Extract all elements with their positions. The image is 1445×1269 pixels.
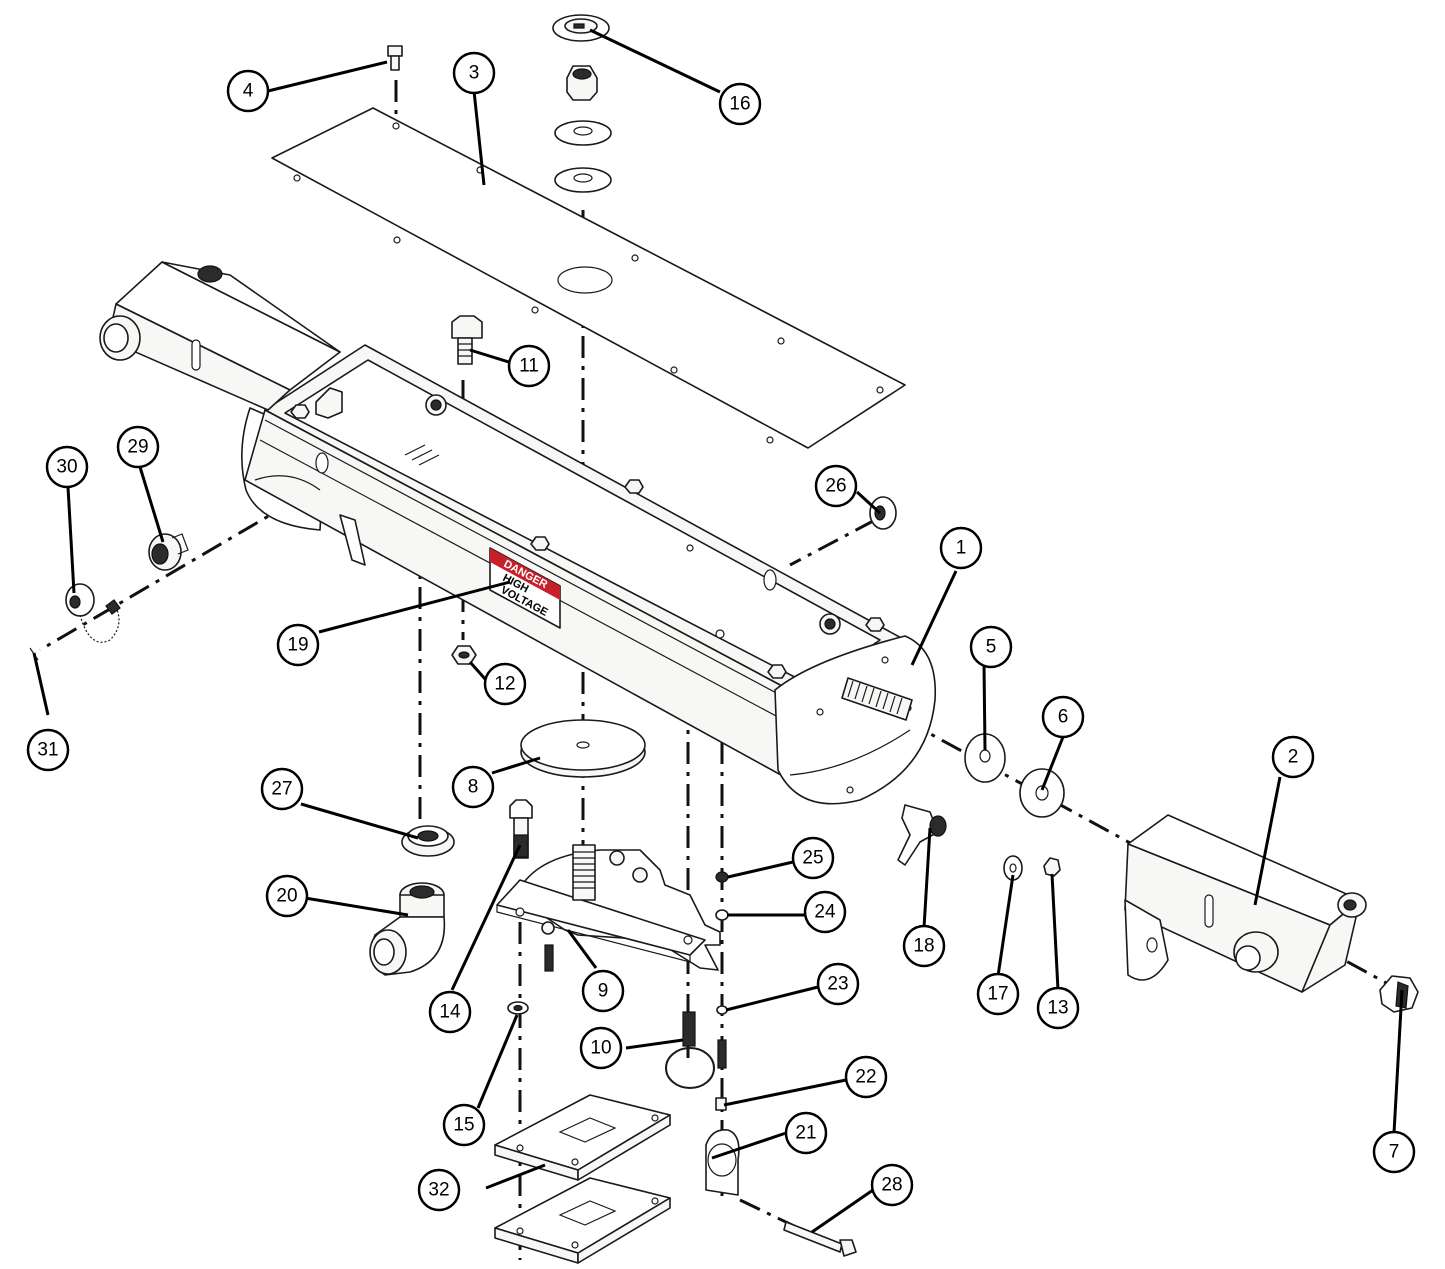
callout-25: 25 — [791, 836, 835, 880]
callout-28: 28 — [870, 1163, 914, 1207]
callout-1: 1 — [939, 526, 983, 570]
callout-6: 6 — [1041, 695, 1085, 739]
callout-19: 19 — [276, 623, 320, 667]
svg-text:7: 7 — [1389, 1142, 1400, 1163]
svg-text:30: 30 — [56, 457, 77, 478]
svg-text:32: 32 — [428, 1180, 449, 1201]
callout-5: 5 — [969, 625, 1013, 669]
callout-15: 15 — [442, 1103, 486, 1147]
svg-text:12: 12 — [494, 674, 515, 695]
svg-text:21: 21 — [795, 1123, 816, 1144]
callout-4: 4 — [226, 69, 270, 113]
callout-12: 12 — [483, 662, 527, 706]
cover-plate — [271, 107, 906, 449]
svg-text:9: 9 — [598, 981, 609, 1002]
callouts: 1 2 3 4 5 6 7 8 9 10 11 12 13 14 15 16 1… — [26, 51, 1416, 1212]
callout-29: 29 — [116, 425, 160, 469]
svg-text:10: 10 — [590, 1038, 611, 1059]
clamp-hardware — [705, 871, 857, 1257]
svg-text:19: 19 — [287, 635, 308, 656]
bracket-nut — [507, 1001, 529, 1015]
callout-30: 30 — [45, 445, 89, 489]
callout-11: 11 — [507, 344, 551, 388]
svg-text:6: 6 — [1058, 707, 1069, 728]
svg-text:22: 22 — [855, 1067, 876, 1088]
eye-bolt — [665, 1011, 715, 1089]
svg-text:15: 15 — [453, 1115, 474, 1136]
svg-text:16: 16 — [729, 94, 750, 115]
callout-14: 14 — [428, 990, 472, 1034]
svg-text:29: 29 — [127, 437, 148, 458]
callout-16: 16 — [718, 82, 762, 126]
svg-text:2: 2 — [1288, 747, 1299, 768]
svg-text:18: 18 — [913, 936, 934, 957]
svg-text:14: 14 — [439, 1002, 461, 1023]
elbow-fitting-assembly — [369, 825, 455, 976]
hex-bolt — [451, 315, 483, 365]
callout-31: 31 — [26, 728, 70, 772]
callout-3: 3 — [452, 51, 496, 95]
svg-text:23: 23 — [827, 974, 848, 995]
callout-10: 10 — [579, 1026, 623, 1070]
svg-text:20: 20 — [276, 886, 297, 907]
bracket-bolt — [509, 799, 533, 859]
svg-text:3: 3 — [469, 63, 480, 84]
clamp-handle — [897, 804, 947, 866]
callout-2: 2 — [1271, 735, 1315, 779]
svg-text:27: 27 — [271, 779, 292, 800]
svg-text:28: 28 — [881, 1175, 902, 1196]
left-rear-housing — [99, 261, 341, 411]
callout-9: 9 — [581, 969, 625, 1013]
leader-lines — [32, 28, 1404, 1234]
callout-18: 18 — [902, 924, 946, 968]
left-connector-parts — [29, 533, 189, 661]
right-housing — [1124, 814, 1367, 993]
svg-text:11: 11 — [519, 356, 539, 377]
callout-32: 32 — [417, 1168, 461, 1212]
callout-26: 26 — [814, 464, 858, 508]
callout-21: 21 — [784, 1111, 828, 1155]
threaded-shaft — [841, 677, 913, 721]
grommet-right — [869, 496, 897, 530]
top-fastener-stack — [552, 14, 612, 193]
callout-23: 23 — [816, 962, 860, 1006]
svg-text:8: 8 — [468, 777, 479, 798]
end-nut — [1379, 975, 1419, 1013]
round-disc — [520, 719, 646, 778]
flange-nuts — [290, 387, 885, 679]
callout-17: 17 — [976, 972, 1020, 1016]
svg-text:25: 25 — [802, 848, 823, 869]
svg-text:13: 13 — [1047, 998, 1068, 1019]
callout-8: 8 — [451, 765, 495, 809]
svg-text:1: 1 — [956, 538, 967, 559]
hex-nut — [451, 645, 477, 665]
svg-text:17: 17 — [987, 984, 1008, 1005]
callout-22: 22 — [844, 1055, 888, 1099]
svg-text:5: 5 — [986, 637, 997, 658]
callout-13: 13 — [1036, 986, 1080, 1030]
svg-text:24: 24 — [814, 902, 836, 923]
callout-27: 27 — [260, 767, 304, 811]
mounting-bracket — [496, 844, 721, 972]
base-plates — [494, 1094, 671, 1264]
svg-text:31: 31 — [37, 740, 58, 761]
callout-20: 20 — [265, 874, 309, 918]
callout-7: 7 — [1372, 1130, 1416, 1174]
svg-text:4: 4 — [243, 81, 254, 102]
cover-screw — [387, 45, 403, 71]
right-washers — [964, 733, 1065, 881]
svg-text:26: 26 — [825, 476, 846, 497]
callout-24: 24 — [803, 890, 847, 934]
